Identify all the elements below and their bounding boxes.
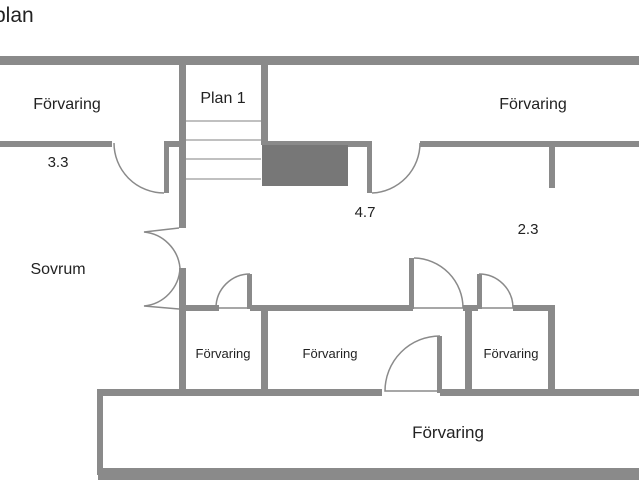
wall-closet-top-a [179,305,219,311]
wall-stub [549,147,555,188]
wall-stair-right [261,65,268,145]
wall-door-jamb-d [437,336,442,393]
stair-label: Plan 1 [200,90,245,107]
door-lower-corridor [384,335,441,392]
wall-closet-top-b [250,305,413,311]
wall-stair-left [179,65,186,228]
wall-right-storage-bottom-a [268,141,371,147]
wall-right-storage-bottom-b [420,141,639,147]
room-label-closet-3: Förvaring [484,346,539,361]
doors [113,142,514,392]
page-title: plan [0,4,34,27]
door-left-storage [113,142,165,194]
dimension-label: 2.3 [518,221,539,238]
wall-closet-3-right [548,308,555,393]
room-labels: Plan 1 Förvaring Förvaring Sovrum Förvar… [30,90,566,442]
wall-closet-2-right [465,308,472,393]
room-label-storage-bottom: Förvaring [412,423,484,442]
door-bedroom [143,227,181,310]
wall-lower-corridor-top-left [97,389,382,396]
door-closet-1 [215,273,251,309]
walls [0,56,639,480]
room-label-closet-2: Förvaring [303,346,358,361]
wall-closet-1-right [261,308,268,393]
wall-closet-1-left [179,308,186,393]
room-label-storage-top-left: Förvaring [33,96,101,113]
wall-right-door-jamb [367,141,372,193]
wall-left-storage-bottom-a [0,141,112,147]
wall-door-jamb-a [247,274,252,309]
door-hall [413,257,464,309]
wall-door-jamb-c [477,274,482,309]
door-right-storage [371,142,421,194]
wall-door-jamb-b [409,258,414,309]
dimension-label: 4.7 [355,204,376,221]
room-label-storage-top-right: Förvaring [499,96,567,113]
wall-bottom [98,468,639,480]
wall-bottom-left-vertical [97,391,103,475]
stair-block [262,145,348,186]
wall-left-door-jamb [164,141,169,193]
dimension-labels: 3.3 4.7 2.3 [48,154,539,238]
dimension-label: 3.3 [48,154,69,171]
wall-bedroom-door-jamb [179,268,186,309]
stairs [186,120,348,186]
wall-left-storage-bottom-b [164,141,181,147]
room-label-bedroom: Sovrum [30,261,85,278]
door-closet-3 [478,273,514,309]
wall-lower-corridor-top-right [440,389,639,396]
room-label-closet-1: Förvaring [196,346,251,361]
wall-top [0,56,639,65]
wall-closet-top-d [513,305,555,311]
